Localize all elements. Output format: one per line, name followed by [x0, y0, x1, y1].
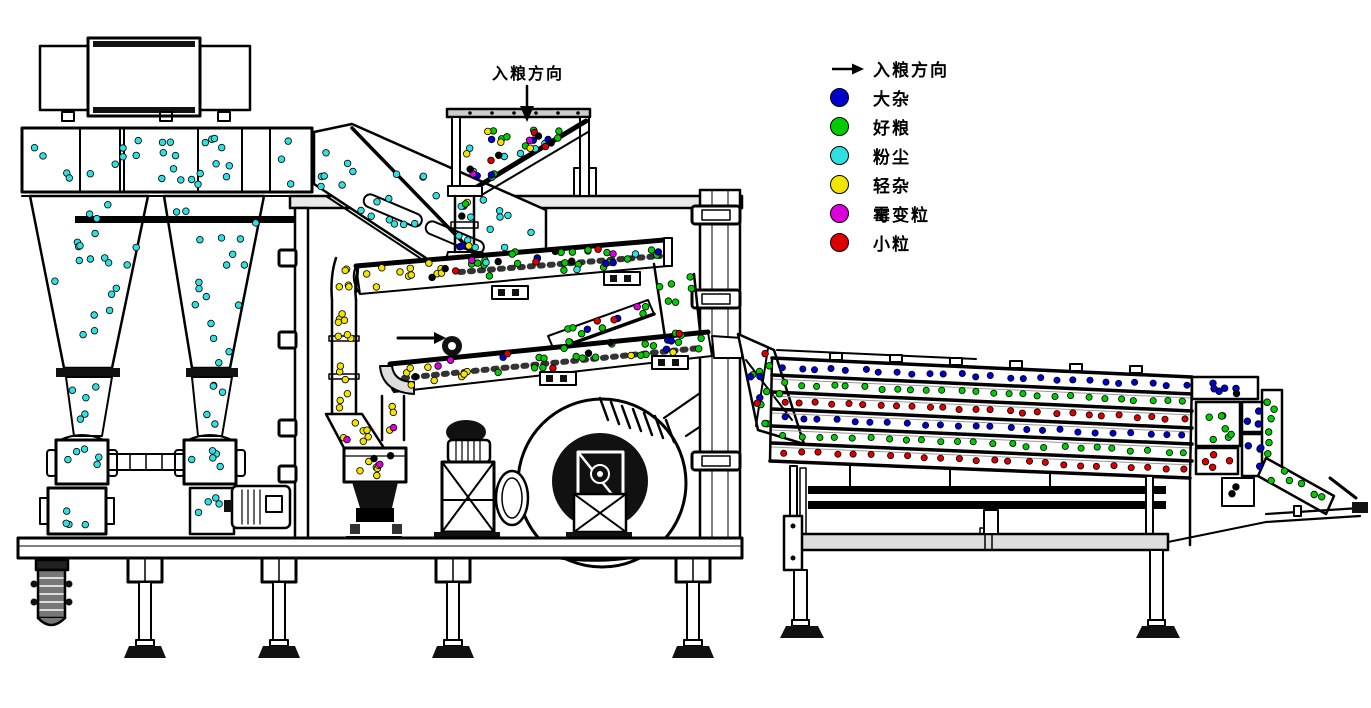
- fan: [504, 380, 742, 569]
- dots-sep-row-6: [780, 448, 1188, 473]
- separator-frame: [780, 463, 1368, 638]
- elbow-duct: [379, 336, 462, 395]
- dots-light-chute-2: [386, 402, 398, 434]
- dust-collector-top-box: [38, 36, 252, 122]
- legend-red-dot-icon: [830, 233, 849, 252]
- dots-sep-row-4: [781, 413, 1186, 439]
- dots-dust-cone-right: [172, 207, 260, 367]
- legend-blue-dot-icon: [830, 88, 849, 107]
- legend-row-5: 霉变粒: [830, 199, 949, 228]
- dots-deck2-left: [403, 356, 471, 389]
- louver-panel: [598, 396, 676, 444]
- dots-out-blue-1: [1209, 379, 1241, 398]
- legend-row-3: 粉尘: [830, 141, 949, 170]
- separator-decks: [768, 349, 1194, 480]
- dots-airlock-right: [187, 447, 224, 471]
- dots-light-channel: [334, 310, 355, 412]
- dots-out-green-1: [1205, 412, 1235, 444]
- legend-arrow-icon: [830, 62, 864, 76]
- dots-sep-row-5: [779, 431, 1187, 457]
- dots-out-blue-2: [1243, 407, 1263, 428]
- legend-row-0: 入粮方向: [830, 54, 949, 83]
- separator-discharge-chutes: [1188, 375, 1358, 547]
- dots-airlock-left: [64, 445, 103, 469]
- dots-out-green-column: [1263, 398, 1278, 458]
- legend-label: 好粮: [873, 119, 911, 139]
- legend-label: 大杂: [873, 90, 911, 110]
- legend-row-6: 小粒: [830, 228, 949, 257]
- screen-deck-2: [386, 329, 713, 393]
- dots-discharge-box-left: [62, 507, 89, 529]
- dots-out-blue-3: [1244, 442, 1265, 470]
- dots-out-box-bottom: [1228, 483, 1240, 498]
- dots-out-green-chute: [1267, 467, 1326, 501]
- dots-dust-cone-right-lower: [203, 381, 227, 428]
- dots-dust-duct: [30, 134, 295, 188]
- legend-cyan-dot-icon: [830, 146, 849, 165]
- dots-dust-cone-left-lower: [68, 383, 100, 423]
- legend-row-1: 大杂: [830, 83, 949, 112]
- legend-magenta-dot-icon: [830, 204, 849, 223]
- dots-inlet-hopper: [463, 126, 563, 181]
- dots-out-red-1: [1201, 451, 1234, 471]
- gravity-separator: [711, 332, 1368, 638]
- dots-deck1-main: [452, 245, 662, 280]
- feed-direction-arrow: [520, 84, 534, 122]
- feed-direction-label: 入粮方向: [491, 64, 564, 83]
- internal-flow-arrow: [396, 332, 446, 344]
- screw-conveyor: [30, 549, 73, 627]
- dots-mid-return-chute: [564, 303, 650, 346]
- dots-dust-cone-left: [51, 200, 140, 339]
- dust-discharge-units: [39, 484, 292, 536]
- dots-deck2-main: [494, 334, 705, 377]
- dots-deck1-left: [363, 259, 449, 291]
- dots-inlet-drop-channel: [456, 198, 473, 251]
- dust-hoppers: [28, 194, 266, 437]
- dots-light-channel-top: [335, 265, 353, 291]
- support-legs: [124, 556, 714, 658]
- dots-light-box: [356, 452, 395, 480]
- legend-label: 小粒: [873, 235, 911, 255]
- dots-sep-row-2: [781, 378, 1186, 405]
- dots-light-funnel: [339, 419, 372, 445]
- drive-motor: [434, 420, 530, 539]
- dots-sep-row-1: [778, 364, 1191, 390]
- legend-green-dot-icon: [830, 117, 849, 136]
- dots-separator-feed-chute: [746, 349, 784, 428]
- dots-aspiration-channel: [317, 149, 535, 252]
- legend-row-2: 好粮: [830, 112, 949, 141]
- rotary-airlocks: [46, 434, 246, 486]
- base-frame: [16, 536, 744, 658]
- legend-label: 轻杂: [873, 177, 911, 197]
- legend-label: 霉变粒: [873, 206, 930, 226]
- legend-label: 粉尘: [873, 148, 911, 168]
- legend-row-4: 轻杂: [830, 170, 949, 199]
- legend-yellow-dot-icon: [830, 175, 849, 194]
- particle-dots-layer: [30, 126, 1326, 529]
- inlet-hopper: [443, 107, 592, 267]
- dots-sep-row-3: [781, 398, 1189, 423]
- legend-label: 入粮方向: [873, 61, 949, 81]
- legend: 入粮方向大杂好粮粉尘轻杂霉变粒小粒: [830, 54, 949, 257]
- dots-deck1-right-spill: [655, 273, 696, 346]
- aspiration-channel: [312, 122, 548, 264]
- dots-discharge-chute-right: [194, 494, 223, 517]
